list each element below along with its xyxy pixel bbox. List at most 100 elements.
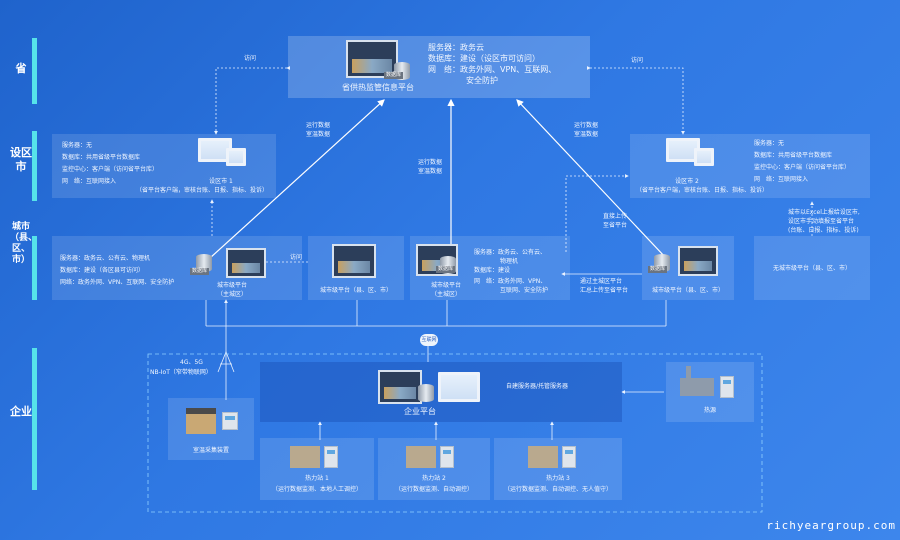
heat-station-2-panel: 热力站 2 （运行数据监测、自动调控）: [378, 438, 490, 500]
city-main1-info-line: 服务器：政务云、公有云、物理机: [60, 255, 151, 262]
chimney-icon: [686, 366, 691, 380]
city-main1-caption: 城市级平台: [216, 282, 247, 289]
district1-panel: 服务器：无 数据库：共用省级平台数据库 监控中心：客户端（访问省平台库） 网 络…: [52, 134, 276, 198]
via-main-label: 通过主城区平台: [580, 278, 623, 285]
no-city-caption: 无城市级平台（县、区、市）: [772, 265, 851, 272]
monitor-icon: [694, 148, 714, 166]
city-main2-info-line: 互联网、安全防护: [500, 287, 549, 294]
db-tag: 数据库: [648, 266, 668, 273]
run-data-label: 运行数据: [574, 122, 599, 129]
station-building-icon: [406, 446, 436, 468]
monitor-icon: [666, 138, 700, 162]
tier-bar-county: [32, 236, 37, 300]
heat-source-label: 热源: [703, 407, 716, 414]
room-temp-label: 室温数据: [574, 131, 599, 138]
province-platform-panel: 数据库 省供热监管信息平台 服务器：政务云 数据库：建设（设区市可访问） 网 络…: [288, 36, 590, 98]
control-room-screen-image: [346, 40, 398, 78]
via-main-label: 汇总上传至省平台: [580, 287, 629, 294]
city-main2-info-line: 服务器：政务云、公有云、: [474, 249, 547, 256]
db-tag: 数据库: [436, 266, 456, 273]
tier-bar-province: [32, 38, 37, 104]
city-main1-info-line: 数据库：建设（各区县可访问）: [60, 267, 145, 274]
district2-info-line: 监控中心：客户端（访问省平台库）: [754, 164, 851, 171]
self-server-label: 自建服务器/托管服务器: [506, 383, 569, 390]
room-temp-label: 室温数据: [306, 131, 331, 138]
heat-station-name: 热力站 2: [422, 475, 446, 482]
room-temp-label: 室温数据: [418, 168, 443, 175]
no-city-note: 设区市手动填报至省平台: [788, 218, 855, 225]
access-label: 访问: [631, 57, 644, 64]
run-data-label: 运行数据: [418, 159, 443, 166]
home-device-label: 室温采集装置: [192, 447, 229, 454]
monitor-icon: [438, 372, 480, 402]
district2-panel: 设区市 2 （省平台客户端，审核台账、日报、指标、投诉） 服务器：无 数据库：共…: [630, 134, 870, 198]
heat-station-desc: （运行数据监测、自动调控、无人值守）: [503, 486, 612, 493]
province-info-line: 服务器：政务云: [428, 43, 484, 52]
control-cabinet-icon: [562, 446, 576, 468]
station-building-icon: [528, 446, 558, 468]
control-cabinet-icon: [440, 446, 454, 468]
province-info-line: 安全防护: [466, 76, 498, 85]
no-city-note: (台账、日报、指标、投诉): [788, 227, 859, 234]
district2-caption-desc: （省平台客户端，审核台账、日报、指标、投诉）: [636, 187, 769, 194]
direct-upload-label: 至省平台: [603, 222, 628, 229]
direct-upload-label: 直接上传: [603, 213, 628, 220]
district2-info-line: 数据库：共用省级平台数据库: [754, 152, 833, 159]
station-building-icon: [290, 446, 320, 468]
district1-caption-desc: （省平台客户端，审核台账、日报、指标、投诉）: [136, 187, 269, 194]
control-room-screen-image: [226, 248, 266, 278]
city-county1-caption: 城市级平台（县、区、市）: [319, 287, 392, 294]
database-icon: [418, 384, 434, 402]
no-city-note: 城市以Excel上报给设区市,: [788, 209, 860, 216]
city-main2-info-line: 网 络：政务外网、VPN、: [474, 278, 547, 285]
city-county2-panel: 数据库 城市级平台（县、区、市）: [642, 236, 734, 300]
enterprise-platform-title: 企业平台: [404, 407, 436, 416]
city-main2-info-line: 物理机: [500, 258, 519, 265]
city-main1-panel: 服务器：政务云、公有云、物理机 数据库：建设（各区县可访问） 网络：政务外网、V…: [52, 236, 302, 300]
district1-info-line: 网 络：互联网接入: [62, 178, 117, 185]
home-device-panel: 室温采集装置: [168, 398, 254, 460]
house-icon: [186, 408, 216, 434]
tier-label-district: 设区市: [10, 146, 32, 173]
db-tag: 数据库: [190, 268, 210, 275]
heat-station-name: 热力站 3: [546, 475, 570, 482]
internet-cloud-icon: [420, 334, 438, 346]
control-cabinet-icon: [324, 446, 338, 468]
city-main2-panel: 数据库 城市级平台 （主城区） 服务器：政务云、公有云、 物理机 数据库：建设 …: [410, 236, 570, 300]
no-city-panel: 无城市级平台（县、区、市）: [754, 236, 870, 300]
heat-station-3-panel: 热力站 3 （运行数据监测、自动调控、无人值守）: [494, 438, 622, 500]
district2-caption: 设区市 2: [675, 178, 699, 185]
db-tag: 数据库: [384, 72, 404, 79]
control-cabinet-icon: [720, 376, 734, 398]
monitor-icon: [226, 148, 246, 166]
tier-label-province: 省: [15, 62, 27, 75]
tier-label-county: 城市（县、区、市）: [10, 222, 38, 265]
tier-label-enterprise: 企业: [10, 405, 32, 418]
heat-station-desc: （运行数据监测、本地人工调控）: [271, 486, 362, 493]
province-platform-title: 省供热监管信息平台: [342, 83, 414, 92]
district1-info-line: 数据库：共用省级平台数据库: [62, 154, 141, 161]
city-county2-caption: 城市级平台（县、区、市）: [651, 287, 724, 294]
control-room-screen-image: [678, 246, 718, 276]
sensor-device-icon: [222, 412, 238, 430]
district1-info-line: 服务器：无: [62, 142, 93, 149]
city-main2-caption: 城市级平台: [430, 282, 461, 289]
district2-info-line: 服务器：无: [754, 140, 785, 147]
access-label: 访问: [244, 55, 257, 62]
internet-label: 互联网: [421, 337, 437, 343]
province-info-line: 数据库：建设（设区市可访问）: [428, 54, 540, 63]
access-label: 访问: [290, 254, 303, 261]
wireless-label: NB-IoT（窄带物联网）: [150, 369, 212, 376]
heat-station-desc: （运行数据监测、自动调控）: [394, 486, 473, 493]
control-room-screen-image: [332, 244, 376, 278]
city-main2-caption-sub: （主城区）: [430, 291, 461, 298]
heat-station-name: 热力站 1: [305, 475, 329, 482]
district1-info-line: 监控中心：客户端（访问省平台库）: [62, 166, 159, 173]
city-main1-info-line: 网络：政务外网、VPN、互联网、安全防护: [60, 279, 175, 286]
city-main2-info-line: 数据库：建设: [474, 267, 511, 274]
enterprise-platform-panel: 企业平台 自建服务器/托管服务器: [260, 362, 622, 422]
city-county1-panel: 城市级平台（县、区、市）: [308, 236, 404, 300]
database-icon: [196, 254, 212, 272]
run-data-label: 运行数据: [306, 122, 331, 129]
tier-bar-district: [32, 131, 37, 201]
